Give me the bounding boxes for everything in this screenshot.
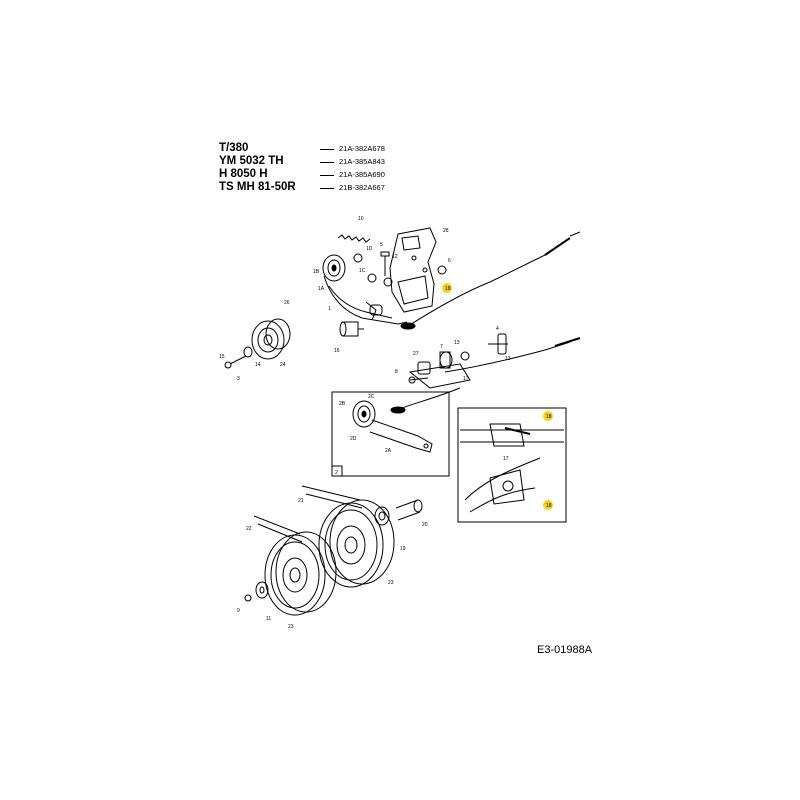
diagram-reference-code: E3-01988A [537,644,593,656]
label-2B: 2B [339,401,346,407]
part-labels: 10 1D 1B 1A 1C 5 12 28 6 18 1 16 26 15 1… [219,216,553,630]
label-20: 20 [422,522,428,528]
label-15: 15 [219,354,225,360]
idler-pulley-1B [322,254,346,282]
label-18-inset: 18 [546,414,552,420]
idler-pulley-2B [352,400,376,428]
cable-middle [408,337,581,389]
label-18-inset-b: 18 [546,503,552,509]
label-3: 3 [237,376,240,382]
highlight-18-inset [543,411,553,421]
label-14: 14 [255,362,261,368]
leader-line [320,162,334,163]
highlight-18-inset-b [543,500,553,510]
label-28: 28 [443,228,449,234]
label-4: 4 [496,326,499,332]
model-name: TS MH 81-50R [219,181,296,193]
bolt-part-1D [353,253,363,263]
bushing-part-7 [439,351,453,369]
washer-part-19 [374,506,390,526]
cable-box [390,387,461,414]
label-27: 27 [413,351,419,357]
bolt-part-8 [408,376,429,384]
label-12: 12 [392,254,398,260]
washer-part-11 [255,581,269,599]
label-16: 16 [334,348,340,354]
pin-part-4 [488,333,508,355]
label-23a: 23 [288,624,294,630]
model-row: YM 5032 TH 21A-385A843 [219,155,419,168]
bolt-part-9 [244,594,252,602]
label-2C: 2C [368,394,375,400]
label-1C: 1C [359,268,366,274]
pin-part-16 [339,321,364,337]
control-cable-top [400,231,581,330]
label-22: 22 [246,526,252,532]
model-code: 21A-385A843 [339,157,385,166]
large-pulley-23a [264,531,337,616]
label-17-inset: 17 [503,456,509,462]
label-1D: 1D [366,246,373,252]
label-23b: 23 [388,580,394,586]
model-code: 21A-382A678 [339,144,385,153]
shaft-part-20 [395,499,423,521]
label-21: 21 [298,498,304,504]
washer-part-14 [243,346,253,358]
frame-bracket-28 [389,227,437,313]
model-row: H 8050 H 21A-385A690 [219,168,419,181]
model-name: H 8050 H [219,168,268,180]
label-1: 1 [328,306,331,312]
model-code: 21B-382A667 [339,183,385,192]
label-2D: 2D [350,436,357,442]
label-13a: 13 [454,340,460,346]
model-code: 21A-385A690 [339,170,385,179]
highlight-18-top [442,283,452,293]
label-2: 2 [335,470,338,476]
nut-part-13 [460,351,470,361]
label-24: 24 [280,362,286,368]
bushing-part-27 [417,361,431,375]
model-row: TS MH 81-50R 21B-382A667 [219,181,419,194]
leader-line [320,175,334,176]
nut-part-6 [437,265,447,275]
leader-line [320,149,334,150]
assembly-box-2 [331,391,450,477]
label-17: 17 [463,376,469,382]
model-name: YM 5032 TH [219,155,284,167]
belt-part-22 [253,515,303,543]
label-13b: 13 [505,356,511,362]
spring-part-10 [337,234,371,243]
label-10: 10 [358,216,364,222]
label-6: 6 [448,258,451,264]
tension-arm-1 [323,275,408,325]
model-list: T/380 21A-382A678 YM 5032 TH 21A-385A843… [219,142,419,194]
label-5: 5 [380,242,383,248]
pulley-part-24 [251,318,291,360]
bolt-part-5 [380,251,390,276]
model-row: T/380 21A-382A678 [219,142,419,155]
label-9: 9 [237,608,240,614]
label-1B: 1B [313,269,320,275]
label-1A: 1A [318,286,325,292]
label-2A: 2A [385,448,392,454]
label-11: 11 [266,616,271,622]
bolt-part-1C [367,273,377,283]
inset-detail [457,407,567,523]
bolt-part-12 [383,277,393,287]
label-19: 19 [400,546,406,552]
label-7: 7 [440,344,443,350]
label-26: 26 [284,300,290,306]
belt-part-21 [301,485,363,509]
model-name: T/380 [219,142,249,154]
label-18-top: 18 [445,286,451,292]
arm-part-2A [369,419,433,453]
label-8: 8 [395,369,398,375]
bolt-part-3 [224,355,247,369]
large-pulley-23b [318,499,395,588]
leader-line [320,188,334,189]
